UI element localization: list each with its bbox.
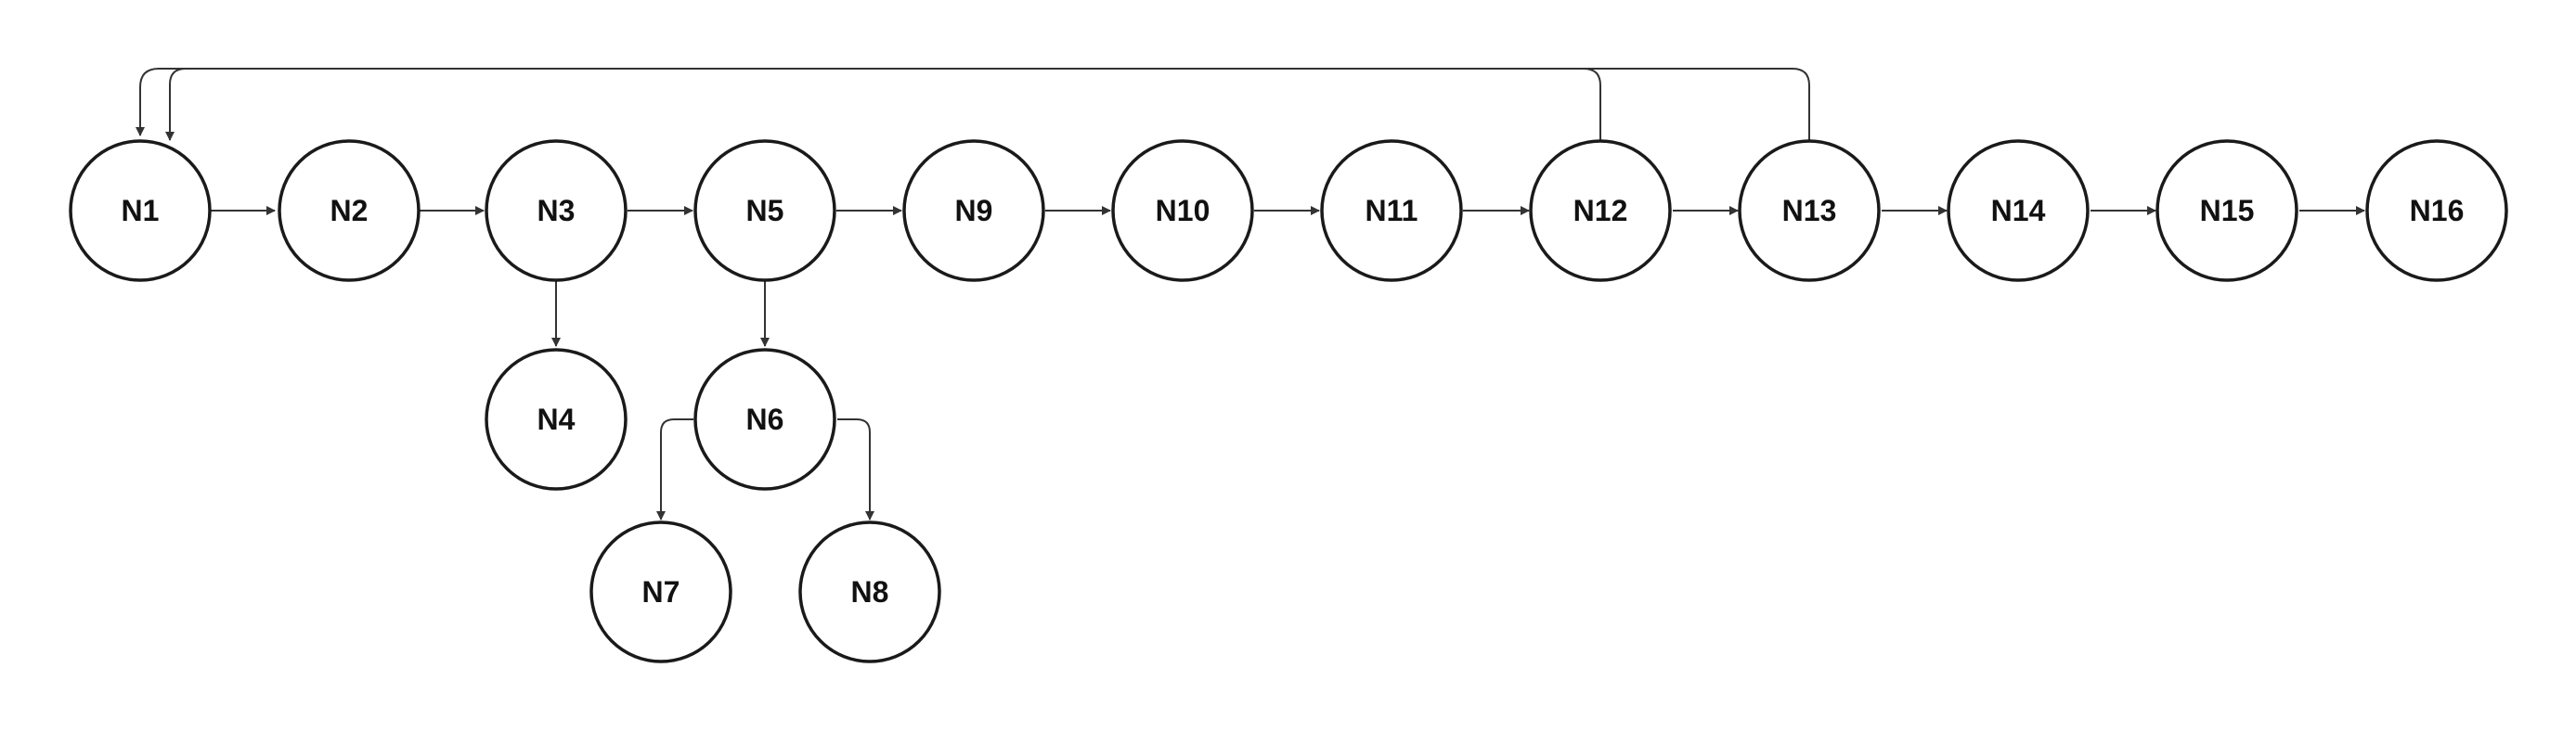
node-label: N8 <box>851 575 889 609</box>
node-n6[interactable]: N6 <box>693 348 836 491</box>
node-n11[interactable]: N11 <box>1320 139 1463 282</box>
node-n15[interactable]: N15 <box>2155 139 2298 282</box>
node-n16[interactable]: N16 <box>2365 139 2508 282</box>
node-label: N11 <box>1366 194 1418 227</box>
edges-layer <box>136 68 2365 520</box>
node-n7[interactable]: N7 <box>589 520 732 663</box>
node-n4[interactable]: N4 <box>485 348 628 491</box>
node-label: N4 <box>537 403 576 436</box>
node-label: N2 <box>330 194 369 227</box>
node-n9[interactable]: N9 <box>902 139 1045 282</box>
edge-n6-n8 <box>837 418 874 520</box>
node-label: N6 <box>746 403 784 436</box>
node-label: N14 <box>1991 194 2046 227</box>
node-n3[interactable]: N3 <box>485 139 628 282</box>
edge-n12-n1 <box>136 68 1601 140</box>
node-label: N10 <box>1156 194 1210 227</box>
node-n13[interactable]: N13 <box>1738 139 1881 282</box>
edge-n6-n7 <box>656 418 693 520</box>
node-label: N1 <box>122 194 160 227</box>
edge-n13-n1 <box>165 68 1810 141</box>
node-n10[interactable]: N10 <box>1111 139 1254 282</box>
node-n14[interactable]: N14 <box>1947 139 2090 282</box>
node-label: N15 <box>2200 194 2255 227</box>
node-n1[interactable]: N1 <box>69 139 212 282</box>
node-label: N16 <box>2410 194 2465 227</box>
node-label: N5 <box>746 194 784 227</box>
node-n5[interactable]: N5 <box>693 139 836 282</box>
node-label: N7 <box>642 575 680 609</box>
nodes-layer: N1 N2 N3 N4 N5 N6 N7 N8 <box>69 139 2508 663</box>
node-label: N3 <box>537 194 576 227</box>
node-label: N9 <box>955 194 993 227</box>
node-n8[interactable]: N8 <box>798 520 941 663</box>
node-label: N12 <box>1573 194 1628 227</box>
node-n2[interactable]: N2 <box>278 139 421 282</box>
node-label: N13 <box>1782 194 1837 227</box>
node-n12[interactable]: N12 <box>1529 139 1672 282</box>
